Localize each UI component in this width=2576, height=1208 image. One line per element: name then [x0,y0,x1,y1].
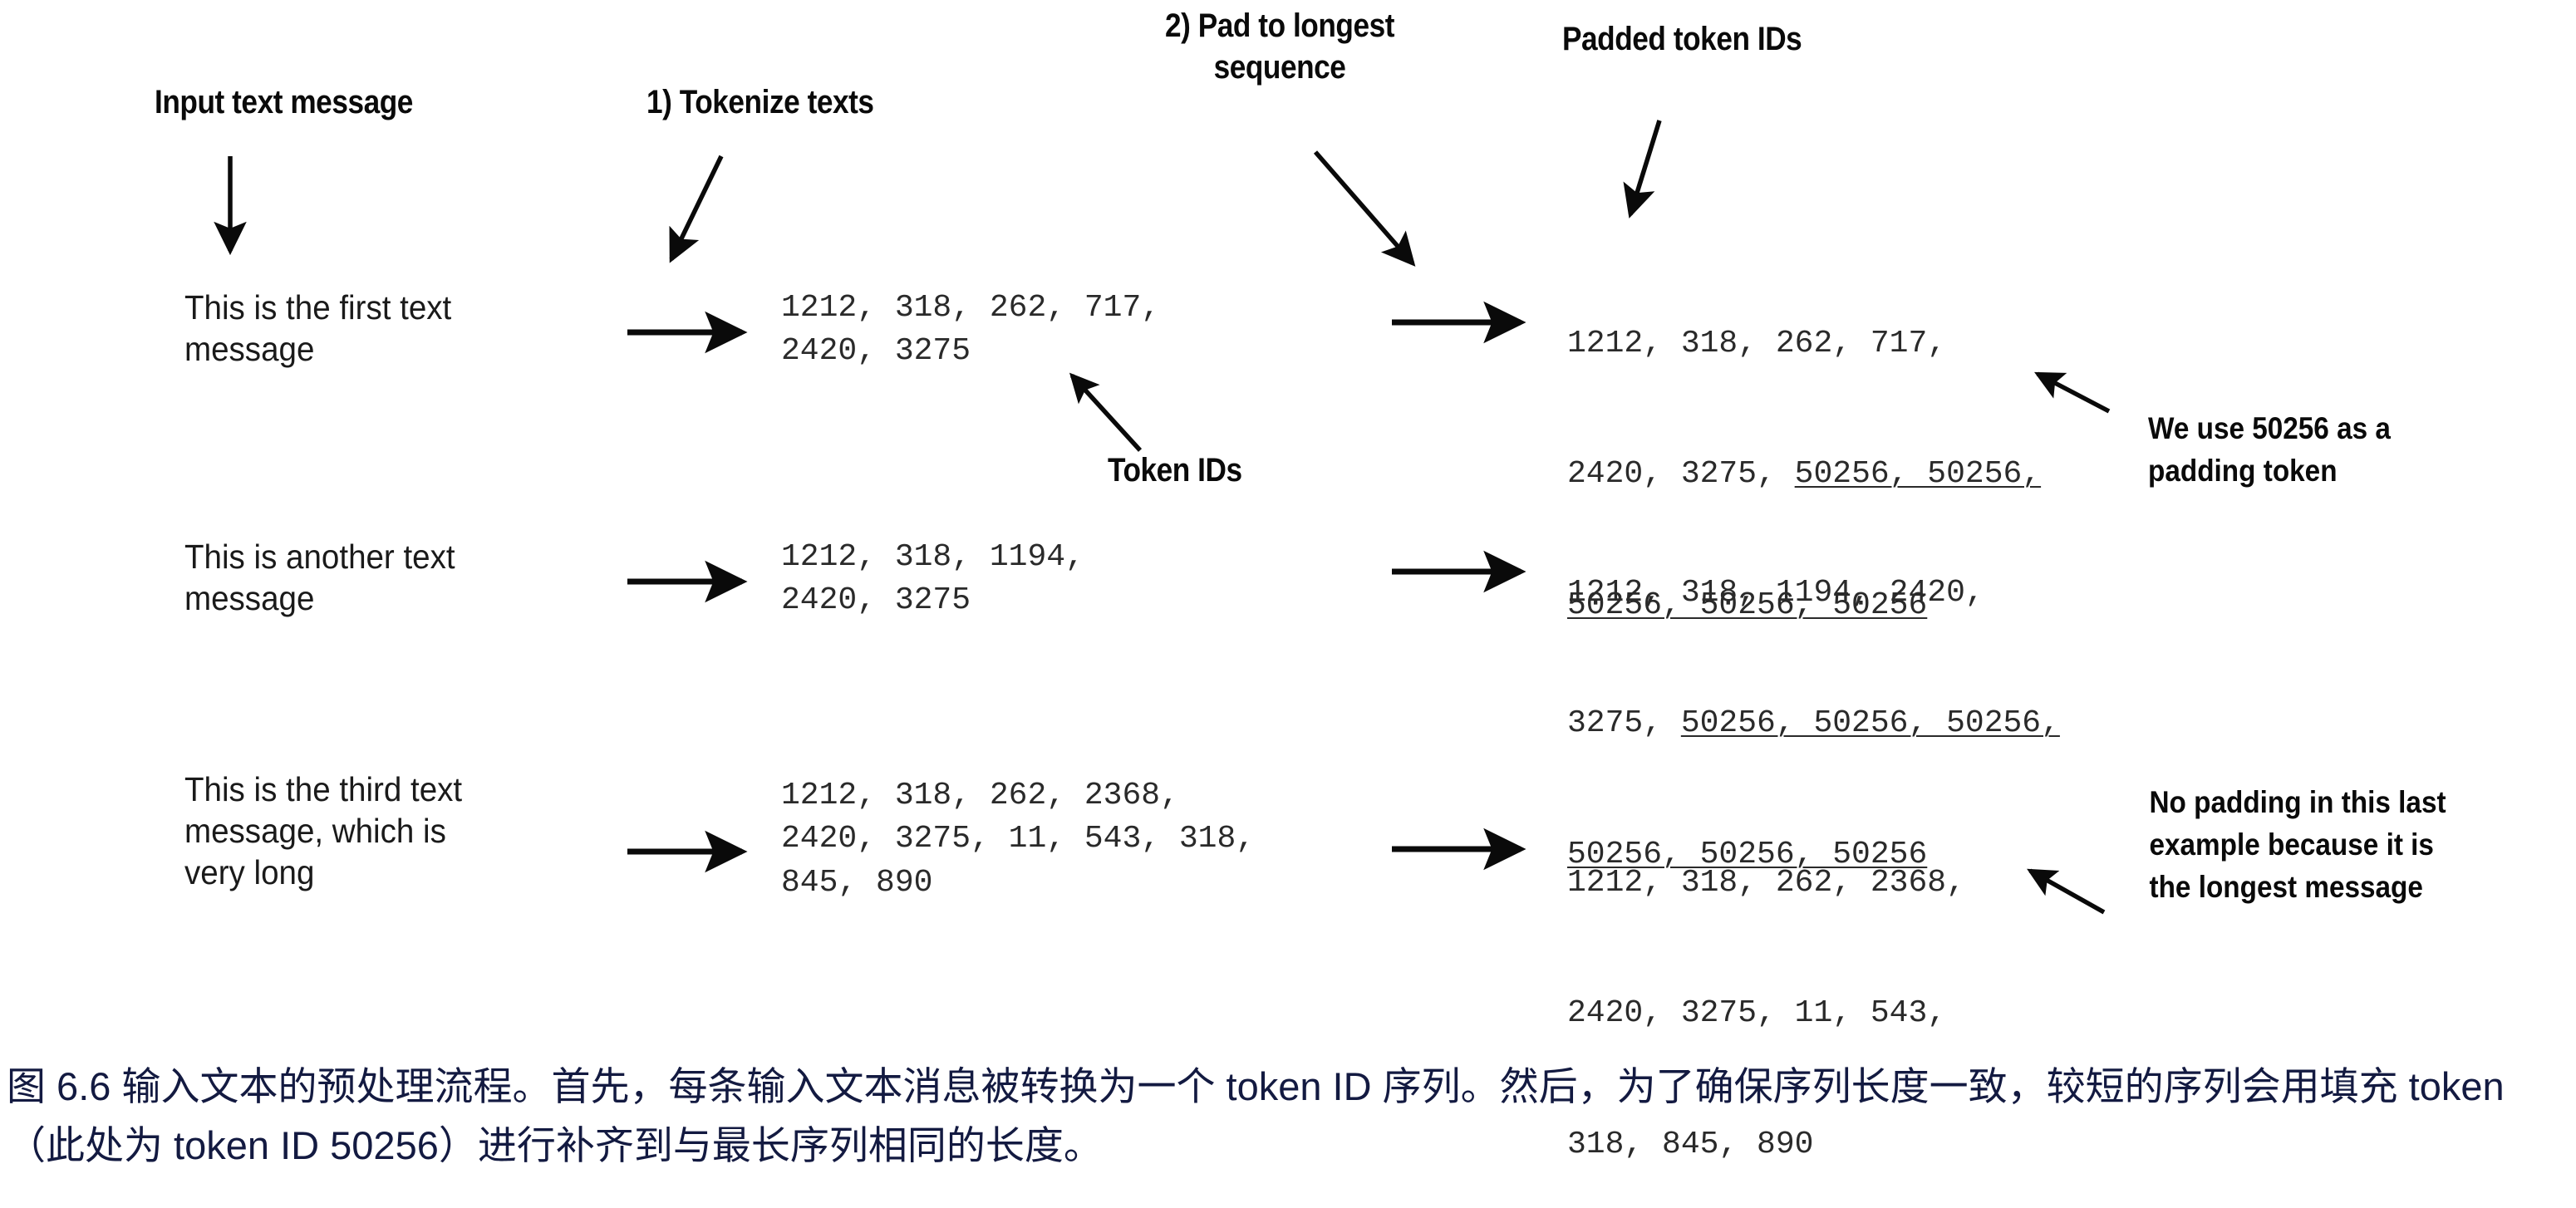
token-span: 1212, 318, 262, 717, [1567,325,1947,361]
token-ids-row-3: 1212, 318, 262, 2368, 2420, 3275, 11, 54… [781,778,1256,901]
label-token-ids: Token IDs [1108,452,1242,489]
token-span: 3275, [1567,705,1681,742]
token-span: 1212, 318, 262, 2368, [1567,864,1965,901]
padded-line: 1212, 318, 262, 717, [1567,322,2041,366]
arrow-pad-to-longest [1313,150,1416,267]
padded-token-ids-row-3: 1212, 318, 262, 2368, 2420, 3275, 11, 54… [1567,774,1965,1208]
padded-line: 2420, 3275, 11, 543, [1567,992,1965,1035]
padding-token-span: 50256, 50256, 50256 [1567,836,1928,872]
token-span: 2420, 3275, [1567,456,1795,493]
header-padded-token-ids: Padded token IDs [1562,21,1802,57]
header-step-1-tokenize: 1) Tokenize texts [646,84,874,120]
token-span: 1212, 318, 1194, 2420, [1567,574,1984,611]
header-step-2-pad: 2) Pad to longest sequence [1164,7,1395,86]
padded-line: 50256, 50256, 50256 [1567,833,2060,877]
message-text-row-2: This is another text message [184,538,455,618]
padded-line: 1212, 318, 262, 2368, [1567,862,1965,905]
padding-token-span: 50256, 50256, 50256 [1567,587,1928,623]
padded-token-ids-row-2: 1212, 318, 1194, 2420, 3275, 50256, 5025… [1567,484,2060,964]
token-ids-row-2: 1212, 318, 1194, 2420, 3275 [781,539,1084,619]
arrow-padded-token-ids [1623,120,1662,219]
padding-token-span: 50256, 50256, 50256, [1680,705,2060,742]
padded-line: 3275, 50256, 50256, 50256, [1567,702,2060,745]
message-text-row-3: This is the third text message, which is… [184,770,463,892]
note-no-padding: No padding in this last example because … [2149,785,2446,905]
padded-token-ids-row-1: 1212, 318, 262, 717, 2420, 3275, 50256, … [1567,235,2041,714]
arrow-padding-token-callout [2034,371,2111,414]
arrow-token-ids-callout [1069,372,1143,452]
padding-token-span: 50256, 50256, [1794,456,2042,493]
token-ids-row-1: 1212, 318, 262, 717, 2420, 3275 [781,290,1161,370]
header-input-text-message: Input text message [155,84,413,120]
figure-caption: 图 6.6 输入文本的预处理流程。首先，每条输入文本消息被转换为一个 token… [7,1064,2505,1168]
padded-line: 1212, 318, 1194, 2420, [1567,572,2060,615]
arrow-tokenize-texts [669,155,724,263]
padded-line: 2420, 3275, 50256, 50256, [1567,453,2041,496]
token-span: 318, 845, 890 [1567,1126,1814,1162]
message-text-row-1: This is the first text message [184,288,452,369]
token-span: 2420, 3275, 11, 543, [1567,995,1947,1032]
note-padding-token: We use 50256 as a padding token [2148,411,2391,489]
padded-line: 318, 845, 890 [1567,1123,1965,1166]
padded-line: 50256, 50256, 50256 [1567,584,2041,627]
